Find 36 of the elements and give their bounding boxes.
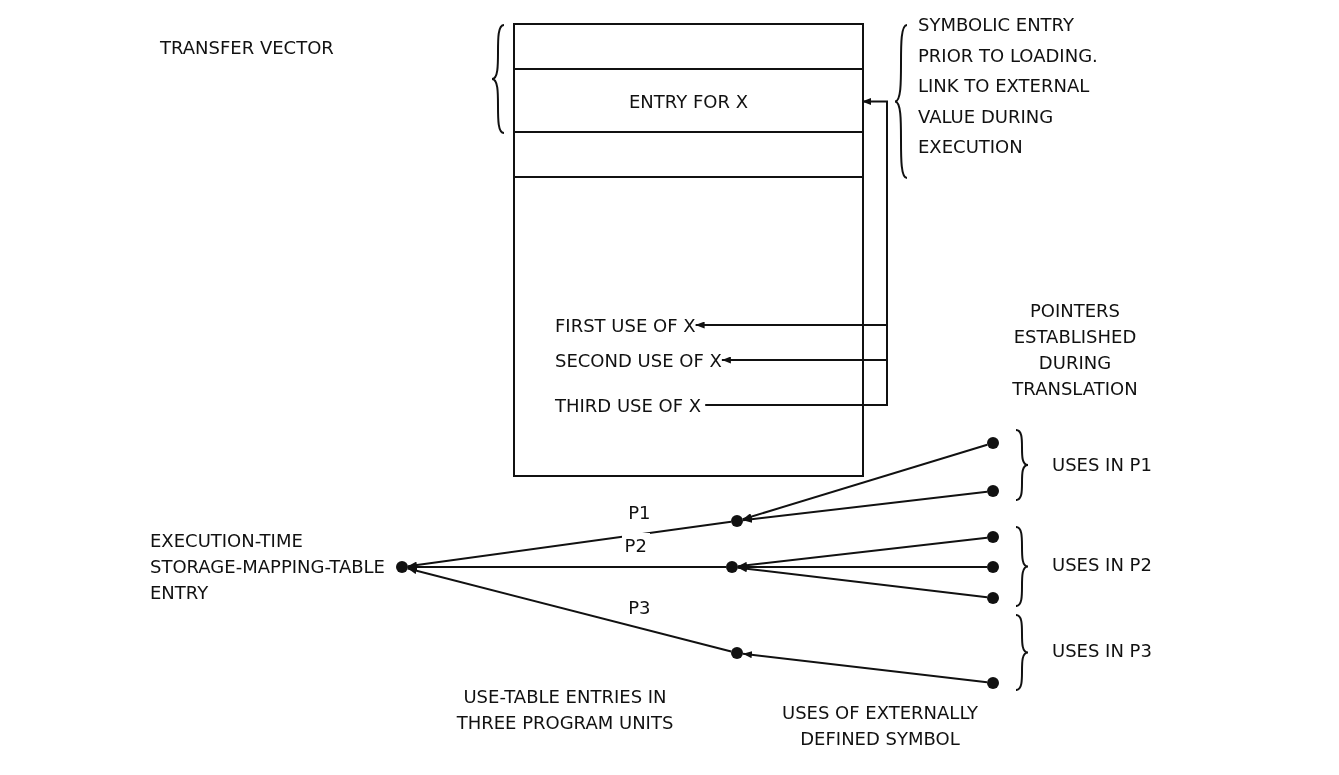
junction-dot	[987, 531, 999, 543]
node-caption: EXECUTION-TIME STORAGE-MAPPING-TABLE ENTRY	[150, 529, 385, 606]
table-row: ENTRY FOR X	[515, 70, 862, 133]
annotation-text: USES IN P1	[1052, 453, 1153, 477]
arrow	[698, 98, 888, 326]
annotation-text: TRANSFER VECTOR	[160, 36, 335, 60]
junction-dot	[987, 437, 999, 449]
junction-dot	[731, 515, 743, 527]
junction-dot	[396, 561, 408, 573]
arrow	[741, 490, 989, 523]
junction-dot	[987, 677, 999, 689]
annotation-text: USES OF EXTERNALLY DEFINED SYMBOL	[780, 701, 980, 752]
annotation-text: POINTERS ESTABLISHED DURING TRANSLATION	[1011, 299, 1139, 402]
use-entry: FIRST USE OF X	[555, 308, 696, 342]
junction-dot	[731, 647, 743, 659]
junction-dot	[726, 561, 738, 573]
arrow	[406, 520, 733, 569]
memory-table	[515, 25, 862, 475]
use-entry: SECOND USE OF X	[555, 343, 722, 377]
annotation-text: SYMBOLIC ENTRY PRIOR TO LOADING. LINK TO EXTERNAL VALUE DURING EXECUTION	[918, 13, 1099, 160]
arrow	[737, 563, 988, 571]
arrow	[736, 536, 989, 569]
arrow	[407, 563, 727, 571]
arrow	[741, 651, 989, 684]
arrow	[736, 565, 989, 599]
use-entry: THIRD USE OF X	[555, 388, 702, 422]
arrow	[704, 356, 888, 406]
annotation-text: USE-TABLE ENTRIES IN THREE PROGRAM UNITS	[455, 685, 675, 736]
annotation-text: USES IN P3	[1052, 639, 1153, 663]
junction-dot	[987, 592, 999, 604]
junction-dot	[987, 561, 999, 573]
junction-dot	[987, 485, 999, 497]
arrow	[406, 566, 733, 653]
annotation-text: USES IN P2	[1052, 553, 1153, 577]
arrow	[741, 443, 989, 521]
arrow	[694, 321, 888, 361]
